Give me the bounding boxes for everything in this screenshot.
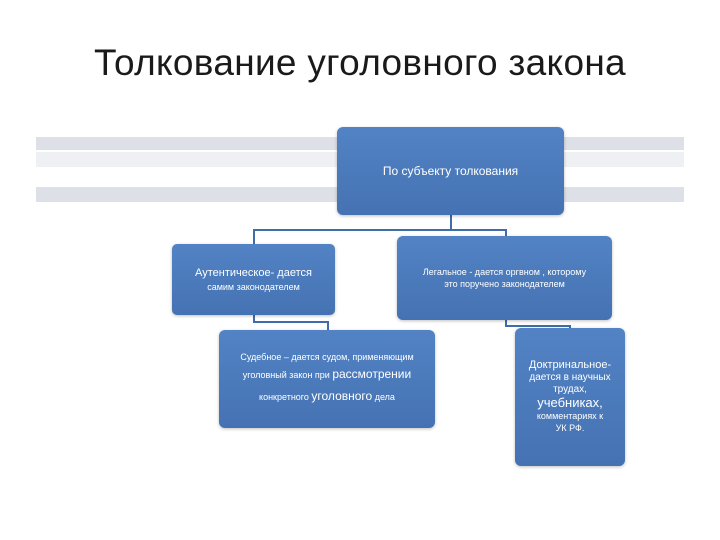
node-root-label: По субъекту толкования xyxy=(382,163,519,178)
node-doctrinal-line3: трудах, xyxy=(553,383,587,395)
connector-to-authentic xyxy=(253,229,255,245)
node-judicial: Судебное – дается судом, применяющим уго… xyxy=(219,330,435,428)
node-judicial-line1: Судебное – дается судом, применяющим xyxy=(240,352,414,363)
node-authentic-line1: Аутентическое- дается xyxy=(195,267,312,279)
connector-root-down xyxy=(450,214,452,230)
node-doctrinal-line1: Доктринальное- xyxy=(528,359,612,372)
connector-horizontal-bar xyxy=(253,229,507,231)
node-authentic-line2: самим законодателем xyxy=(207,281,300,292)
node-judicial-line3a: конкретного xyxy=(259,392,312,403)
node-doctrinal-line6: УК РФ. xyxy=(555,422,585,433)
connector-doctrinal-up xyxy=(569,325,571,330)
node-judicial-line2b: рассмотрении xyxy=(332,367,412,382)
node-legal: Легальное - дается оргвном , которому эт… xyxy=(397,236,612,320)
connector-legal-to-doctrinal xyxy=(505,325,571,327)
connector-to-legal xyxy=(505,229,507,238)
node-doctrinal-line4: учебниках, xyxy=(537,395,603,410)
node-judicial-line3c: дела xyxy=(372,392,395,403)
slide-title: Толкование уголовного закона xyxy=(94,42,626,83)
connector-legal-down xyxy=(505,318,507,327)
node-legal-line2: это поручено законодателем xyxy=(444,279,565,289)
node-doctrinal: Доктринальное- дается в научных трудах, … xyxy=(515,328,625,466)
node-doctrinal-line5: комментариях к xyxy=(536,411,604,422)
node-judicial-line3b: уголовного xyxy=(311,389,373,404)
node-root: По субъекту толкования xyxy=(337,127,564,215)
node-authentic: Аутентическое- дается самим законодателе… xyxy=(172,244,335,315)
node-judicial-line2a: уголовный закон при xyxy=(242,370,333,381)
connector-authentic-down xyxy=(253,314,255,323)
node-legal-line1: Легальное - дается оргвном , которому xyxy=(422,266,587,277)
connector-judicial-up xyxy=(327,321,329,332)
node-doctrinal-line2: дается в научных xyxy=(529,372,611,383)
connector-authentic-to-judicial xyxy=(253,321,329,323)
